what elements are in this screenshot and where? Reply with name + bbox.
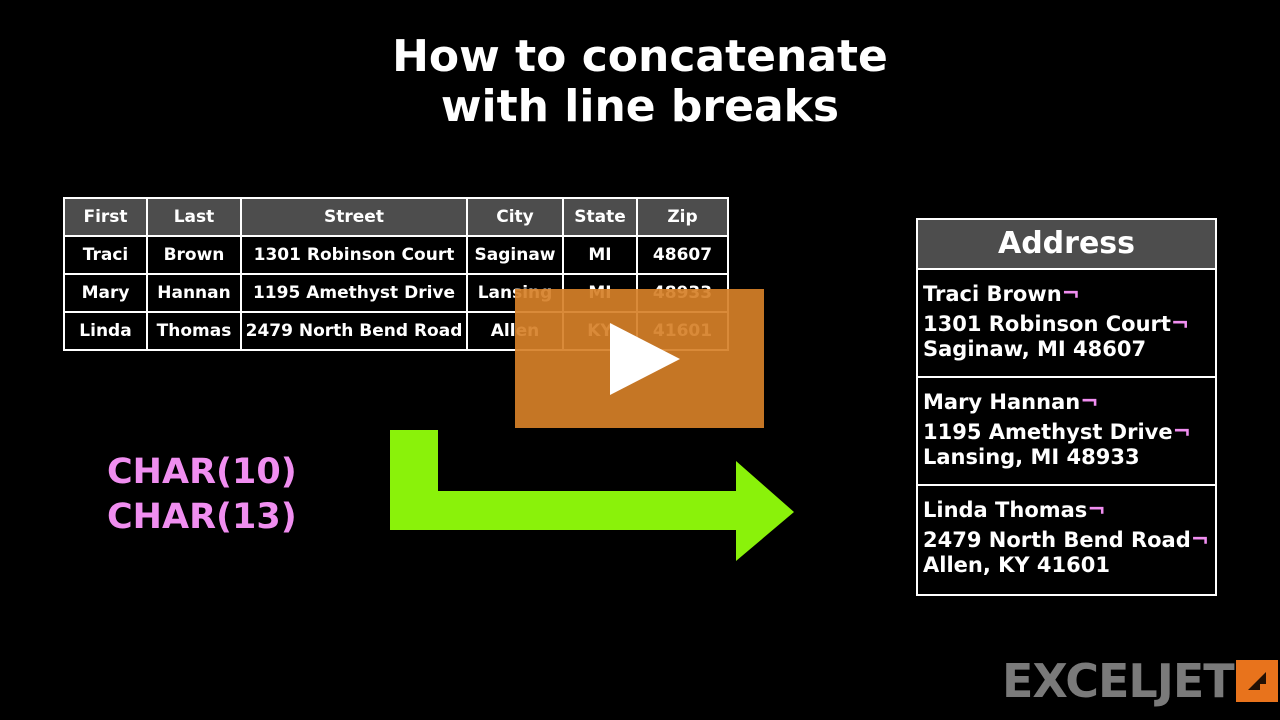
column-header-last: Last bbox=[146, 197, 242, 237]
address-cell: Traci Brown¬ 1301 Robinson Court¬ Sagina… bbox=[918, 270, 1215, 378]
cell-last: Thomas bbox=[146, 311, 242, 351]
cell-street: 1195 Amethyst Drive bbox=[240, 273, 468, 313]
address-street: 2479 North Bend Road bbox=[923, 528, 1191, 552]
cell-first: Traci bbox=[63, 235, 148, 275]
address-name-line: Traci Brown¬ bbox=[923, 282, 1215, 307]
address-header: Address bbox=[918, 220, 1215, 270]
table-row: Traci Brown 1301 Robinson Court Saginaw … bbox=[63, 235, 729, 275]
address-street-line: 1301 Robinson Court¬ bbox=[923, 312, 1215, 337]
cell-state: MI bbox=[562, 235, 638, 275]
line-break-symbol: ¬ bbox=[1190, 528, 1210, 553]
address-city-line: Lansing, MI 48933 bbox=[923, 445, 1140, 469]
address-name: Mary Hannan bbox=[923, 390, 1081, 414]
line-break-symbol: ¬ bbox=[1080, 390, 1099, 415]
play-video-button[interactable] bbox=[515, 289, 764, 428]
column-header-first: First bbox=[63, 197, 148, 237]
cell-first: Mary bbox=[63, 273, 148, 313]
address-name-line: Mary Hannan¬ bbox=[923, 390, 1215, 415]
address-name: Linda Thomas bbox=[923, 498, 1088, 522]
address-cell: Linda Thomas¬ 2479 North Bend Road¬ Alle… bbox=[918, 486, 1215, 594]
cell-last: Brown bbox=[146, 235, 242, 275]
cell-first: Linda bbox=[63, 311, 148, 351]
cell-zip: 48607 bbox=[636, 235, 729, 275]
title-line-1: How to concatenate bbox=[392, 31, 888, 82]
line-break-symbol: ¬ bbox=[1172, 420, 1192, 445]
address-name-line: Linda Thomas¬ bbox=[923, 498, 1215, 523]
cell-street: 1301 Robinson Court bbox=[240, 235, 468, 275]
address-name: Traci Brown bbox=[923, 282, 1062, 306]
address-table: Address Traci Brown¬ 1301 Robinson Court… bbox=[916, 218, 1217, 596]
address-city-line: Saginaw, MI 48607 bbox=[923, 337, 1147, 361]
exceljet-logo: EXCELJET bbox=[1002, 656, 1278, 706]
line-break-symbol: ¬ bbox=[1087, 498, 1106, 523]
char-code-13: CHAR(13) bbox=[107, 497, 297, 537]
address-street-line: 1195 Amethyst Drive¬ bbox=[923, 420, 1215, 445]
address-cell: Mary Hannan¬ 1195 Amethyst Drive¬ Lansin… bbox=[918, 378, 1215, 486]
play-icon bbox=[609, 322, 680, 395]
column-header-zip: Zip bbox=[636, 197, 729, 237]
page-title: How to concatenate with line breaks bbox=[0, 32, 1280, 132]
line-break-symbol: ¬ bbox=[1170, 312, 1190, 337]
column-header-street: Street bbox=[240, 197, 468, 237]
cell-last: Hannan bbox=[146, 273, 242, 313]
char-code-list: CHAR(10) CHAR(13) bbox=[107, 450, 297, 540]
char-code-10: CHAR(10) bbox=[107, 452, 297, 492]
logo-text: EXCELJET bbox=[1002, 654, 1235, 708]
column-header-city: City bbox=[466, 197, 564, 237]
cell-city: Saginaw bbox=[466, 235, 564, 275]
address-street: 1195 Amethyst Drive bbox=[923, 420, 1173, 444]
table-header-row: First Last Street City State Zip bbox=[63, 197, 729, 237]
address-street: 1301 Robinson Court bbox=[923, 312, 1171, 336]
bent-arrow-icon bbox=[390, 430, 794, 561]
title-line-2: with line breaks bbox=[440, 81, 840, 132]
exceljet-flag-icon bbox=[1235, 660, 1278, 702]
cell-street: 2479 North Bend Road bbox=[240, 311, 468, 351]
column-header-state: State bbox=[562, 197, 638, 237]
address-street-line: 2479 North Bend Road¬ bbox=[923, 528, 1215, 553]
address-city-line: Allen, KY 41601 bbox=[923, 553, 1110, 577]
line-break-symbol: ¬ bbox=[1061, 282, 1081, 307]
